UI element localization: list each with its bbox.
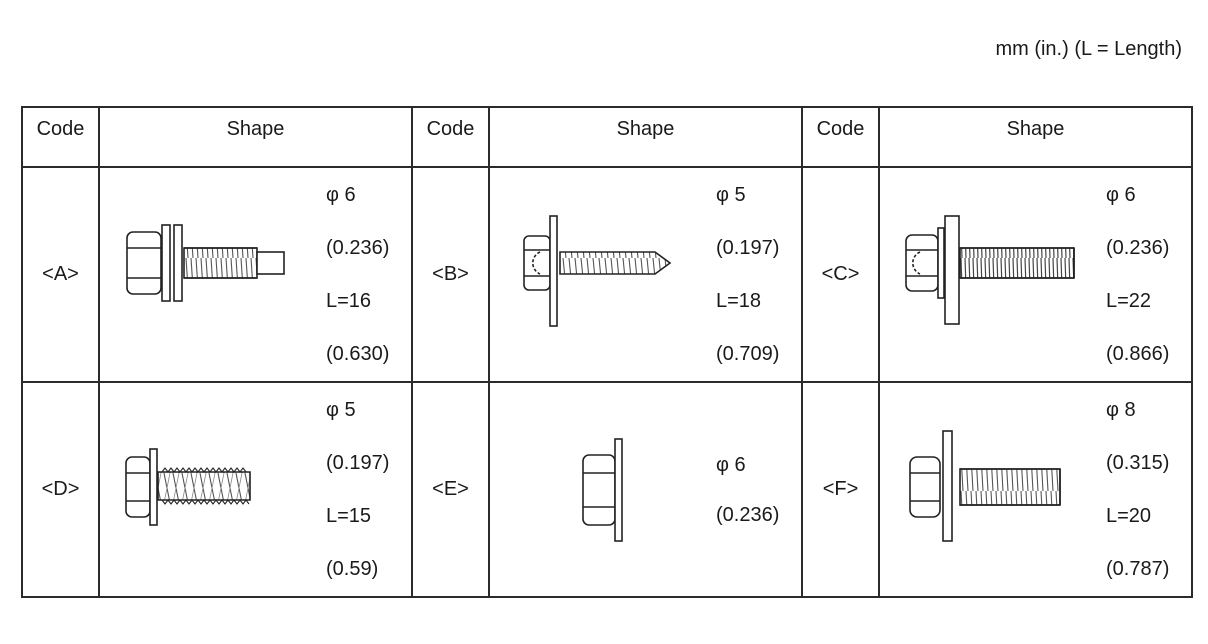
code-cell: <E> <box>411 381 490 598</box>
diameter-inch: (0.236) <box>1106 236 1170 259</box>
diameter-inch: (0.197) <box>326 451 390 474</box>
length-inch: (0.866) <box>1106 343 1170 366</box>
flange-bolt-with-washer-fine-thread-icon <box>905 215 1075 325</box>
diameter-label: φ 8 <box>1106 398 1136 421</box>
flange-bolt-with-washer-icon <box>126 224 285 302</box>
diameter-label: φ 6 <box>326 183 356 206</box>
shape-cell: φ 6 (0.236) L=22 (0.866) <box>878 166 1193 383</box>
spec-list: φ 5 (0.197) L=18 (0.709) <box>716 168 802 381</box>
header-code: Code <box>411 106 490 168</box>
code-cell: <C> <box>801 166 880 383</box>
length-label: L=15 <box>326 505 372 528</box>
diameter-label: φ 6 <box>716 453 746 476</box>
spec-list: φ 6 (0.236) L=22 (0.866) <box>1106 168 1192 381</box>
length-label: L=18 <box>716 290 762 313</box>
shape-cell: φ 8 (0.315) L=20 (0.787) <box>878 381 1193 598</box>
table-row: <D> <box>21 381 1193 598</box>
table-row: <A> <box>21 166 1193 383</box>
spec-list: φ 6 (0.236) <box>716 383 802 596</box>
shape-cell: φ 6 (0.236) L=16 (0.630) <box>98 166 413 383</box>
spec-list: φ 5 (0.197) L=15 (0.59) <box>326 383 412 596</box>
diameter-label: φ 5 <box>326 398 356 421</box>
units-note: mm (in.) (L = Length) <box>995 38 1182 60</box>
header-shape: Shape <box>98 106 413 168</box>
tapping-screw-with-washer-icon <box>523 215 672 327</box>
spec-list: φ 6 (0.236) L=16 (0.630) <box>326 168 412 381</box>
code-cell: <D> <box>21 381 100 598</box>
length-label: L=20 <box>1106 505 1152 528</box>
header-shape: Shape <box>878 106 1193 168</box>
header-shape: Shape <box>488 106 803 168</box>
shape-cell: φ 6 (0.236) <box>488 381 803 598</box>
spec-list: φ 8 (0.315) L=20 (0.787) <box>1106 383 1192 596</box>
length-label: L=16 <box>326 290 372 313</box>
code-cell: <F> <box>801 381 880 598</box>
self-tapping-bolt-icon <box>125 448 251 526</box>
length-label: L=22 <box>1106 290 1152 313</box>
code-cell: <B> <box>411 166 490 383</box>
hex-bolt-with-washer-icon <box>909 430 1061 542</box>
length-inch: (0.630) <box>326 343 390 366</box>
shape-cell: φ 5 (0.197) L=18 (0.709) <box>488 166 803 383</box>
header-row: Code Shape Code Shape Code Shape <box>21 106 1193 168</box>
header-code: Code <box>21 106 100 168</box>
code-cell: <A> <box>21 166 100 383</box>
diameter-inch: (0.197) <box>716 236 780 259</box>
flange-nut-icon <box>582 438 623 542</box>
fastener-table: Code Shape Code Shape Code Shape <A> <box>21 106 1193 598</box>
diameter-inch: (0.315) <box>1106 451 1170 474</box>
length-inch: (0.59) <box>326 558 379 581</box>
shape-cell: φ 5 (0.197) L=15 (0.59) <box>98 381 413 598</box>
length-inch: (0.709) <box>716 343 780 366</box>
diameter-label: φ 6 <box>1106 183 1136 206</box>
diameter-inch: (0.236) <box>326 236 390 259</box>
diameter-inch: (0.236) <box>716 503 780 526</box>
diameter-label: φ 5 <box>716 183 746 206</box>
length-inch: (0.787) <box>1106 558 1170 581</box>
header-code: Code <box>801 106 880 168</box>
